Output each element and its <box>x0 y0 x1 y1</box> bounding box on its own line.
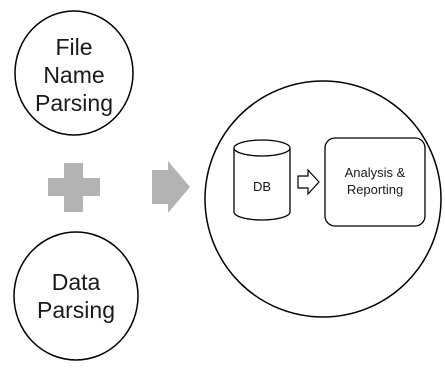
flow-arrow-icon <box>152 161 190 213</box>
outline-arrow-icon <box>297 168 320 196</box>
label-line: Data <box>51 269 101 295</box>
file-name-parsing-label: File Name Parsing <box>24 33 124 117</box>
plus-icon <box>48 163 100 212</box>
label-line: Parsing <box>35 90 113 116</box>
data-parsing-label: Data Parsing <box>26 268 126 324</box>
analysis-reporting-box <box>324 137 426 227</box>
label-line: Analysis & <box>344 165 406 180</box>
label-line: File <box>55 34 93 60</box>
data-parsing-circle <box>13 231 139 361</box>
file-name-parsing-circle <box>14 10 134 136</box>
label-line: Reporting <box>346 182 404 197</box>
label-line: Parsing <box>37 297 115 323</box>
database-cylinder-icon <box>233 139 291 221</box>
database-label: DB <box>252 179 272 194</box>
analysis-reporting-label: Analysis & Reporting <box>326 164 424 198</box>
label-line: Name <box>43 62 105 88</box>
